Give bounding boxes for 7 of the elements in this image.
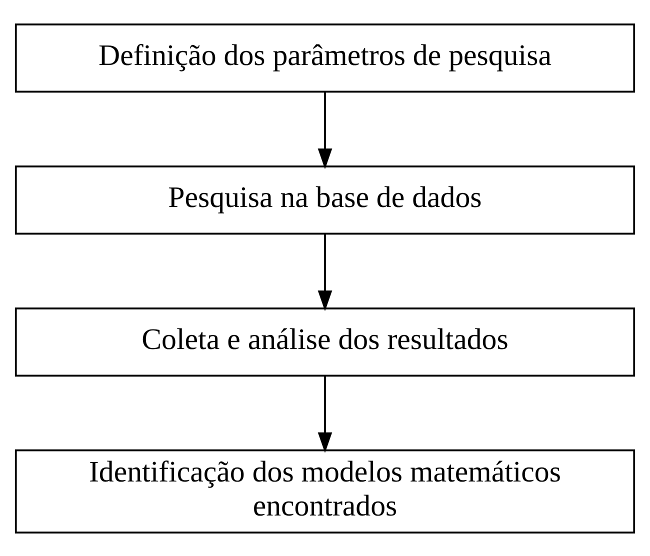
node-box: Definição dos parâmetros de pesquisa [14,23,636,92]
arrow [318,92,332,169]
node-box: Pesquisa na base de dados [14,165,636,234]
node-box: Identificação dos modelos matemáticos encontrados [14,448,636,533]
arrow [318,376,332,452]
arrow [318,233,332,311]
node-box: Coleta e análise dos resultados [14,306,636,376]
